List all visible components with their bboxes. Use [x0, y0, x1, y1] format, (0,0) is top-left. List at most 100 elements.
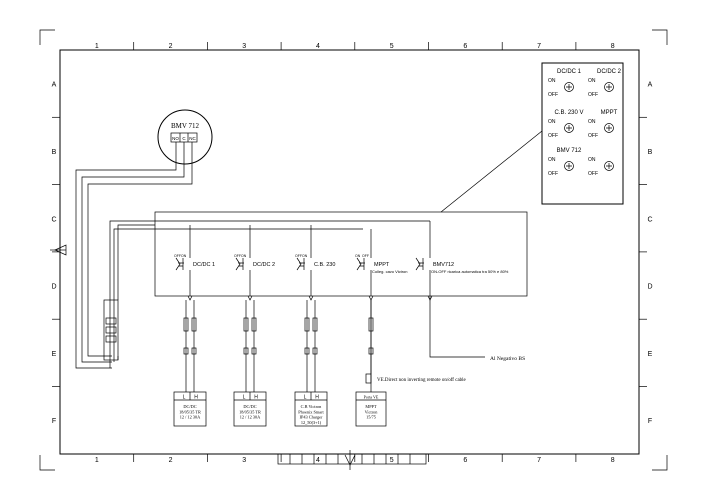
device-text-line: C.B Victron	[301, 404, 323, 409]
switch-on-label: OFF	[234, 254, 241, 258]
panel-off-label: OFF	[548, 92, 558, 98]
switch-label: C.B. 230	[314, 262, 335, 268]
device-text-line: MPPT	[365, 404, 377, 409]
switch-on-label: OFF	[295, 254, 302, 258]
panel-switch-1: DC/DC 1ON OFF	[548, 69, 582, 98]
bmv-label: BMV 712	[171, 122, 200, 130]
col-label-bottom: 5	[390, 457, 394, 464]
left-terminal-block	[103, 220, 430, 368]
device-text-line: 18/05/35 TR	[179, 409, 201, 414]
col-label-bottom: 3	[242, 457, 246, 464]
panel-switch-name: DC/DC 1	[557, 69, 582, 75]
col-label-top: 4	[316, 43, 320, 50]
col-label-bottom: 4	[316, 457, 320, 464]
corner-marks	[39, 29, 668, 471]
centering-marks	[50, 244, 356, 470]
col-label-bottom: 8	[611, 457, 615, 464]
panel-off-label: OFF	[548, 133, 558, 139]
device-text-line: 15/75	[366, 415, 376, 420]
panel-switch-6: ON OFF	[588, 157, 614, 177]
bmv-terminal-nc: NC	[189, 136, 196, 141]
row-label-right: B	[648, 149, 653, 156]
panel-on-label: ON	[548, 157, 556, 163]
panel-on-label: ON	[588, 157, 596, 163]
row-label-right: E	[648, 351, 653, 358]
device-terminal: L	[304, 395, 307, 401]
panel-leader	[440, 130, 543, 213]
switch-extra-label: ON-OFF ricarica automatica tra 50% e 80%	[431, 269, 509, 274]
bmv-terminal-c: C	[182, 136, 186, 141]
panel-on-label: ON	[548, 78, 556, 84]
row-label-left: D	[51, 284, 56, 291]
panel-switch-3: C.B. 230 V ON OFF	[548, 110, 584, 139]
panel-switch-name: DC/DC 2	[597, 69, 622, 75]
col-label-top: 5	[390, 43, 394, 50]
switch-on-label: ON	[355, 254, 361, 258]
panel-switch-name: C.B. 230 V	[554, 110, 583, 116]
device-text-line: Phoenix Smart	[298, 409, 324, 414]
row-label-right: F	[648, 418, 652, 425]
switch-off-label: ON	[181, 254, 187, 258]
row-label-left: E	[52, 351, 57, 358]
row-label-left: A	[52, 82, 57, 89]
row-label-left: C	[51, 216, 56, 223]
device-text-line: 12 / 12 30A	[240, 415, 261, 420]
col-label-bottom: 2	[169, 457, 173, 464]
switch-extra-label: Colleg. cavo Victron	[372, 269, 408, 274]
device-terminal: L	[243, 395, 246, 401]
ve-direct-cable: VE.Direct non inverting remote on/off ca…	[365, 373, 467, 384]
device-text-line: 18/05/35 TR	[239, 409, 261, 414]
negativo-wire: Al Negativo BS	[429, 296, 525, 362]
switch-off-label: ON	[302, 254, 308, 258]
inner-border	[59, 49, 640, 455]
panel-off-label: OFF	[548, 171, 558, 177]
switch-label: DC/DC 1	[193, 262, 215, 268]
switch-off-label: ON	[241, 254, 247, 258]
panel-on-label: ON	[548, 119, 556, 125]
col-label-top: 1	[95, 43, 99, 50]
bmv-terminal-no: NO	[172, 136, 179, 141]
row-label-right: D	[647, 284, 652, 291]
panel-on-label: ON	[588, 119, 596, 125]
row-index-left: A B C D E F	[51, 82, 60, 425]
device-terminal: H	[194, 395, 198, 401]
col-label-top: 6	[463, 43, 467, 50]
switch-label: MPPT	[374, 262, 390, 268]
switch-on-label: OFF	[174, 254, 181, 258]
row-label-left: F	[52, 418, 56, 425]
device-text-line: DC/DC	[183, 404, 196, 409]
bmv-wires	[75, 142, 193, 369]
switch-label: BMV712	[433, 262, 454, 268]
row-index-right: A B C D E F	[639, 82, 653, 425]
device-terminal: Porta VE	[364, 395, 379, 400]
row-label-right: C	[647, 216, 652, 223]
panel-off-label: OFF	[588, 133, 598, 139]
col-label-bottom: 6	[463, 457, 467, 464]
row-label-left: B	[52, 149, 57, 156]
switch-box	[154, 211, 528, 297]
panel-switch-name: MPPT	[601, 110, 618, 116]
row-label-right: A	[648, 82, 653, 89]
device-text-line: 12 / 12 30A	[180, 415, 201, 420]
bmv-712-monitor: BMV 712 NO C NC	[157, 109, 213, 165]
col-label-top: 2	[169, 43, 173, 50]
panel-off-label: OFF	[588, 171, 598, 177]
switch-label: DC/DC 2	[253, 262, 275, 268]
negativo-label: Al Negativo BS	[490, 356, 525, 362]
